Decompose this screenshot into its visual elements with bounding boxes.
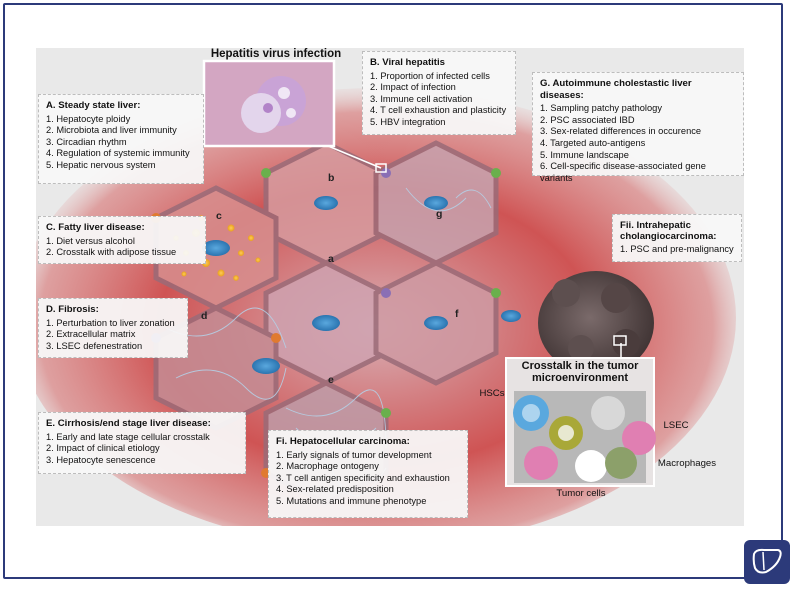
panel-letter-e: e [328,374,334,386]
panel-letter-a: a [328,253,334,265]
box-title: E. Cirrhosis/end stage liver disease: [46,418,211,429]
macrophages-label: Macrophages [657,458,717,469]
tumor-inset-title: Crosstalk in the tumor microenvironment [521,360,639,384]
tumor-cells-label: Tumor cells [556,488,606,499]
box-title: A. Steady state liver: [46,100,141,111]
box-steady-state-liver: A. Steady state liver: 1. Hepatocyte plo… [38,94,204,184]
list-item: 3. Circadian rhythm [46,136,127,147]
list-item: 2. Extracellular matrix [46,329,136,340]
list-item: 1. PSC and pre-malignancy [620,244,734,254]
virus-inset [202,59,387,173]
central-veins [202,196,521,374]
panel-letter-g: g [436,208,443,220]
box-title: Fi. Hepatocellular carcinoma: [276,436,410,447]
list-item: 2. Impact of infection [370,82,456,93]
list-item: 1. Sampling patchy pathology [540,103,662,114]
list-item: 2. PSC associated IBD [540,114,635,125]
box-viral-hepatitis: B. Viral hepatitis 1. Proportion of infe… [362,51,516,135]
list-item: 1. Early signals of tumor development [276,449,432,460]
list-item: 4. Sex-related predisposition [276,484,394,495]
box-autoimmune-cholestatic: G. Autoimmune cholestastic liver disease… [532,72,744,183]
liver-logo-icon [744,540,790,584]
box-title: B. Viral hepatitis [370,57,446,68]
box-title: G. Autoimmune cholestastic liver disease… [540,78,692,101]
box-fibrosis: D. Fibrosis: 1. Perturbation to liver zo… [38,298,188,358]
hscs-label: HSCs [479,388,505,399]
list-item: 5. Hepatic nervous system [46,159,156,170]
diagram-canvas: Hepatitis virus infection Crosstalk in t… [36,48,744,526]
list-item: 2. Microbiota and liver immunity [46,125,177,136]
list-item: 5. Immune landscape [540,149,629,160]
panel-letter-c: c [216,210,222,222]
box-intrahepatic-cholangiocarcinoma: Fii. Intrahepatic cholangiocarcinoma: 1.… [612,214,742,262]
list-item: 1. Hepatocyte ploidy [46,113,131,124]
list-item: 3. Hepatocyte senescence [46,454,156,465]
panel-letter-f: f [455,308,459,320]
list-item: 5. HBV integration [370,116,446,127]
tumor-mass [538,271,654,375]
list-item: 3. LSEC defenestration [46,340,143,351]
list-item: 1. Proportion of infected cells [370,70,490,81]
box-fatty-liver-disease: C. Fatty liver disease: 1. Diet versus a… [38,216,206,264]
list-item: 6. Cell-specific disease-associated gene… [540,161,706,183]
list-item: 1. Perturbation to liver zonation [46,317,175,328]
box-title: C. Fatty liver disease: [46,222,145,233]
box-title: D. Fibrosis: [46,304,99,315]
panel-letter-b: b [328,172,335,184]
lsec-label: LSEC [663,420,689,431]
list-item: 4. Regulation of systemic immunity [46,148,190,159]
list-item: 5. Mutations and immune phenotype [276,495,427,506]
list-item: 1. Diet versus alcohol [46,235,135,246]
figure-frame [3,3,783,579]
list-item: 1. Early and late stage cellular crossta… [46,431,210,442]
virus-inset-title: Hepatitis virus infection [210,48,342,60]
list-item: 3. T cell antigen specificity and exhaus… [276,472,450,483]
list-item: 3. Immune cell activation [370,93,473,104]
box-hepatocellular-carcinoma: Fi. Hepatocellular carcinoma: 1. Early s… [268,430,468,518]
box-title: Fii. Intrahepatic cholangiocarcinoma: [620,220,717,242]
box-cirrhosis: E. Cirrhosis/end stage liver disease: 1.… [38,412,246,474]
tumor-inset [505,357,656,487]
list-item: 2. Impact of clinical etiology [46,443,160,454]
list-item: 2. Macrophage ontogeny [276,461,379,472]
list-item: 4. T cell exhaustion and plasticity [370,105,507,116]
list-item: 4. Targeted auto-antigens [540,137,646,148]
list-item: 3. Sex-related differences in occurence [540,126,702,137]
panel-letter-d: d [201,310,208,322]
list-item: 2. Crosstalk with adipose tissue [46,247,177,258]
